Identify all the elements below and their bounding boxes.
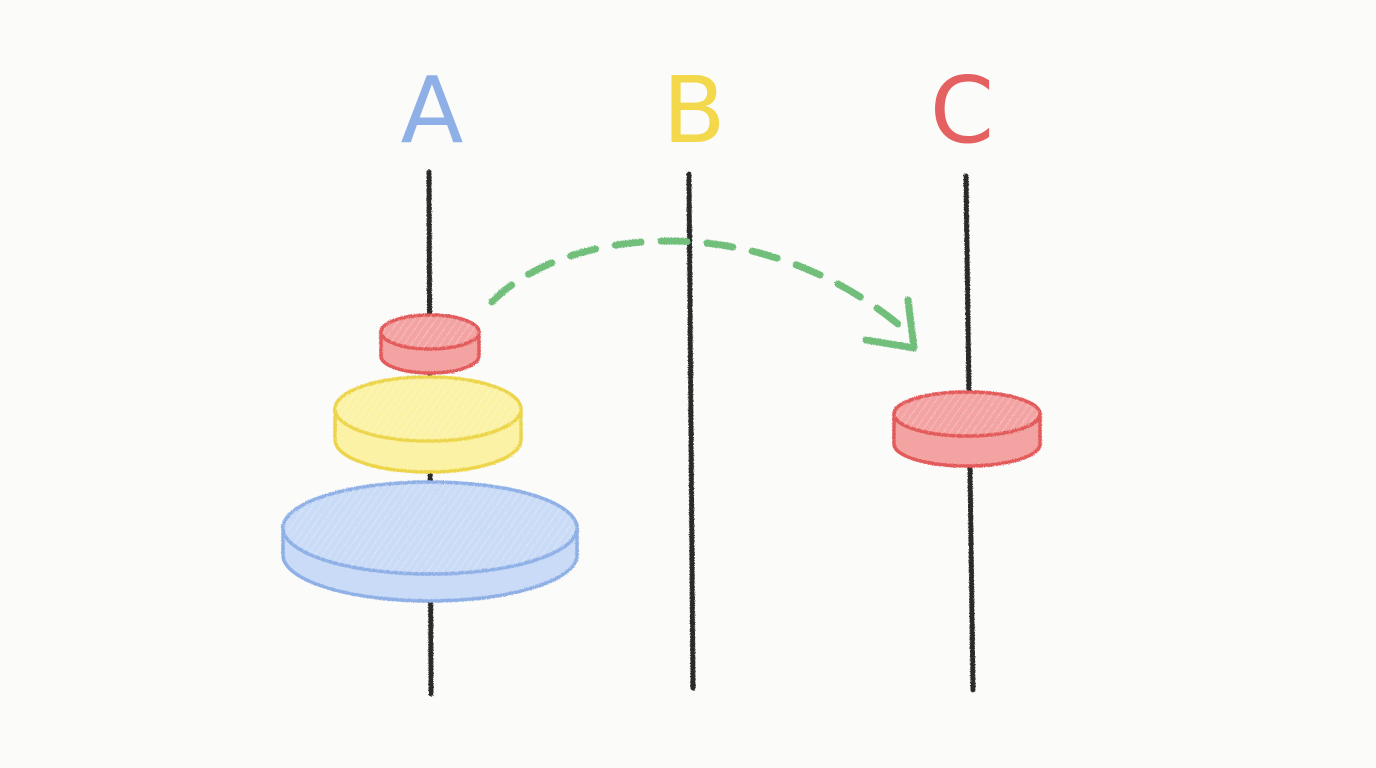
large-disk: [281, 480, 579, 603]
peg-label-a: A: [401, 57, 464, 164]
peg-label-b: B: [662, 57, 725, 164]
small-disk-peg-a: [379, 313, 481, 375]
peg-label-c: C: [930, 57, 994, 164]
medium-disk: [333, 375, 523, 474]
arrow-head-icon: [862, 296, 918, 352]
peg-b-rod: [686, 171, 696, 691]
small-disk-peg-c: [892, 390, 1042, 468]
move-arrow: [488, 237, 918, 352]
